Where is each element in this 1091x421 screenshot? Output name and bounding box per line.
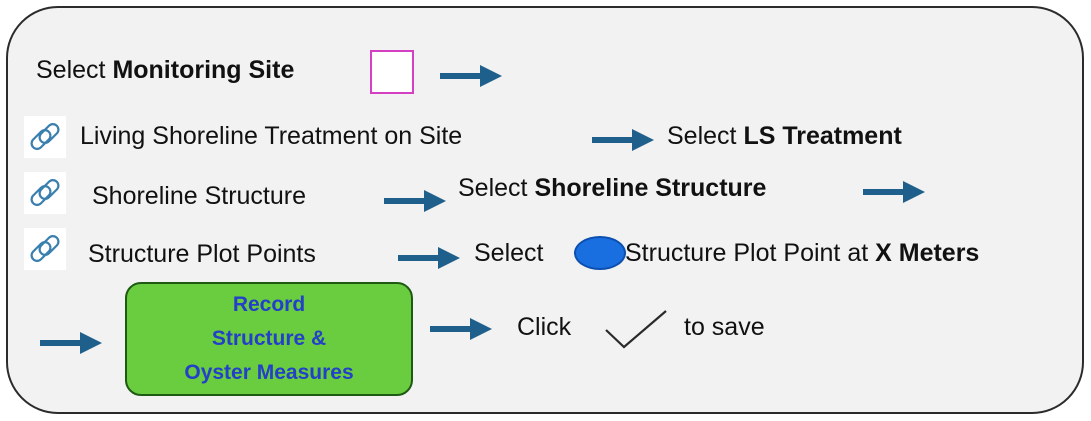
blue-oval-point-icon [574, 236, 626, 270]
link-icon-glyph [30, 235, 60, 262]
record-structure-oyster-measures-button[interactable]: Record Structure & Oyster Measures [125, 282, 413, 396]
click-label: Click [517, 313, 572, 341]
to-save-label: to save [684, 313, 765, 341]
step-shoreline-structure[interactable]: Shoreline Structure [92, 182, 307, 210]
record-button-line-3: Oyster Measures [184, 361, 354, 384]
step-select-monitoring-site: Select Monitoring Site [36, 58, 294, 83]
right-arrow-icon [592, 129, 654, 151]
step-select-structure-plot-point: Structure Plot Point at X Meters [625, 241, 979, 266]
right-arrow-icon [40, 332, 102, 354]
link-icon[interactable] [24, 172, 66, 214]
step-select-ls-treatment: Select LS Treatment [667, 124, 902, 149]
step-structure-plot-points[interactable]: Structure Plot Points [88, 240, 316, 268]
link-icon[interactable] [24, 116, 66, 158]
row3-bold: Shoreline Structure [534, 174, 767, 202]
row1-prefix: Select [36, 56, 113, 84]
step-living-shoreline-treatment[interactable]: Living Shoreline Treatment on Site [80, 122, 463, 150]
row1-bold: Monitoring Site [112, 56, 295, 84]
record-button-line-1: Record [232, 293, 306, 316]
row3-prefix: Select [458, 174, 535, 202]
link-icon[interactable] [24, 228, 66, 270]
right-arrow-icon [398, 247, 460, 269]
row4-select-prefix: Select [474, 239, 544, 267]
link-icon-glyph [30, 179, 60, 206]
right-arrow-icon [863, 181, 925, 203]
link-icon-glyph [30, 123, 60, 150]
checkmark-icon[interactable] [604, 308, 668, 350]
step-select-shoreline-structure: Select Shoreline Structure [458, 176, 766, 201]
record-button-line-2: Structure & [211, 327, 327, 350]
row2-prefix: Select [667, 122, 744, 150]
row4-middle: Structure Plot Point at [625, 239, 876, 267]
row2-bold: LS Treatment [743, 122, 902, 150]
right-arrow-icon [440, 65, 502, 87]
pink-square-icon [370, 50, 414, 94]
right-arrow-icon [430, 318, 492, 340]
right-arrow-icon [384, 190, 446, 212]
row4-bold: X Meters [875, 239, 980, 267]
